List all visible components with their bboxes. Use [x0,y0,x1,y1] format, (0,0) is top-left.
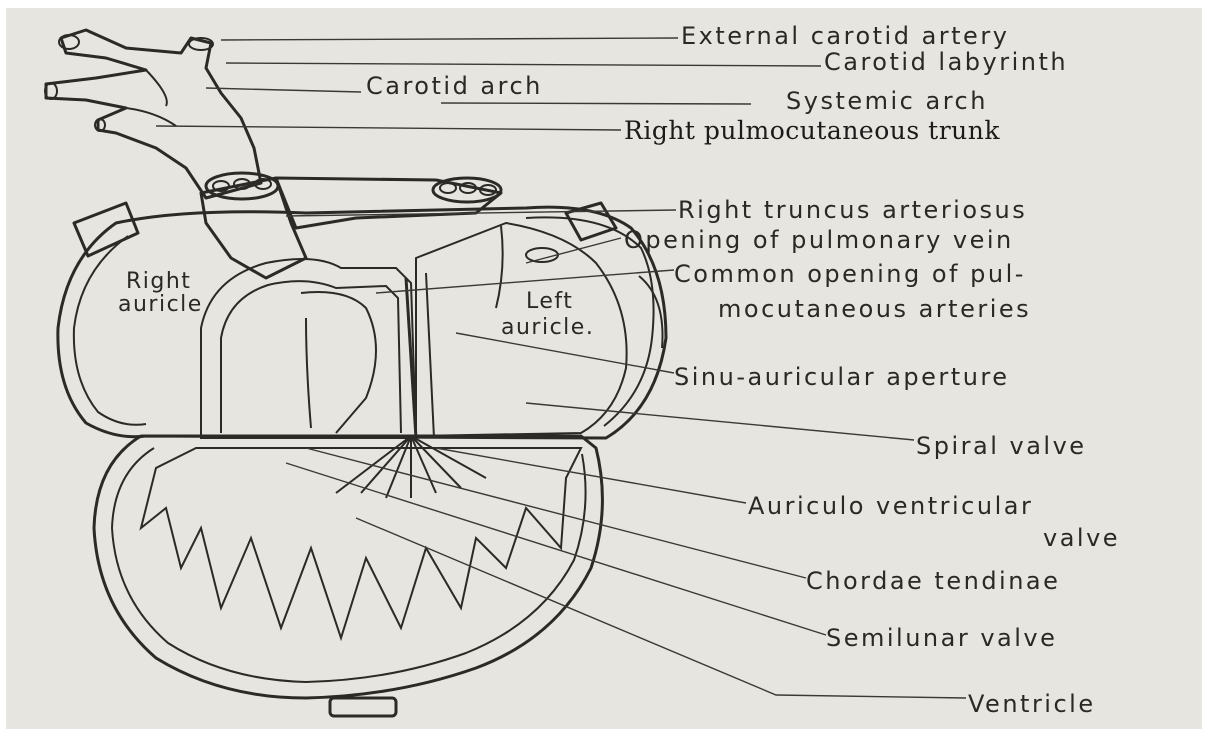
label-sinu-auricular-aperture: Sinu-auricular aperture [674,363,1010,391]
label-right-pulmocutaneous-trunk: Right pulmocutaneous trunk [624,116,1000,145]
label-opening-of-pulmonary-vein: Opening of pulmonary vein [624,226,1014,254]
pulmonary-vein-opening [526,248,558,262]
ventricle-stub [330,698,396,716]
label-chordae-tendinae: Chordae tendinae [806,567,1060,595]
label-carotid-labyrinth: Carotid labyrinth [824,48,1068,76]
truncus-arteriosus [201,173,501,278]
label-systemic-arch: Systemic arch [786,87,988,115]
right-auricle-label-line1: Right [126,269,191,294]
label-auriculo-ventricular-line1: Auriculo ventricular [748,492,1033,520]
ventricle [94,436,602,716]
left-auricle-label-line1: Left [526,289,573,314]
label-external-carotid-artery: External carotid artery [681,22,1009,50]
label-common-opening-line2: mocutaneous arteries [718,295,1031,323]
label-right-truncus-arteriosus: Right truncus arteriosus [678,196,1027,224]
heart-diagram: Right auricle Left auricle. External car… [6,8,1202,729]
label-ventricle: Ventricle [968,690,1096,718]
label-common-opening-line1: Common opening of pul- [674,260,1026,288]
label-auriculo-ventricular-line2: valve [1043,524,1120,552]
left-auricle-label-line2: auricle. [501,315,594,340]
label-spiral-valve: Spiral valve [916,432,1087,460]
label-carotid-arch: Carotid arch [366,72,543,100]
right-auricle-label-line2: auricle [118,292,203,317]
diagram-page: Right auricle Left auricle. External car… [6,8,1202,729]
label-semilunar-valve: Semilunar valve [826,624,1057,652]
ventricle-spongy-wall [141,448,581,638]
